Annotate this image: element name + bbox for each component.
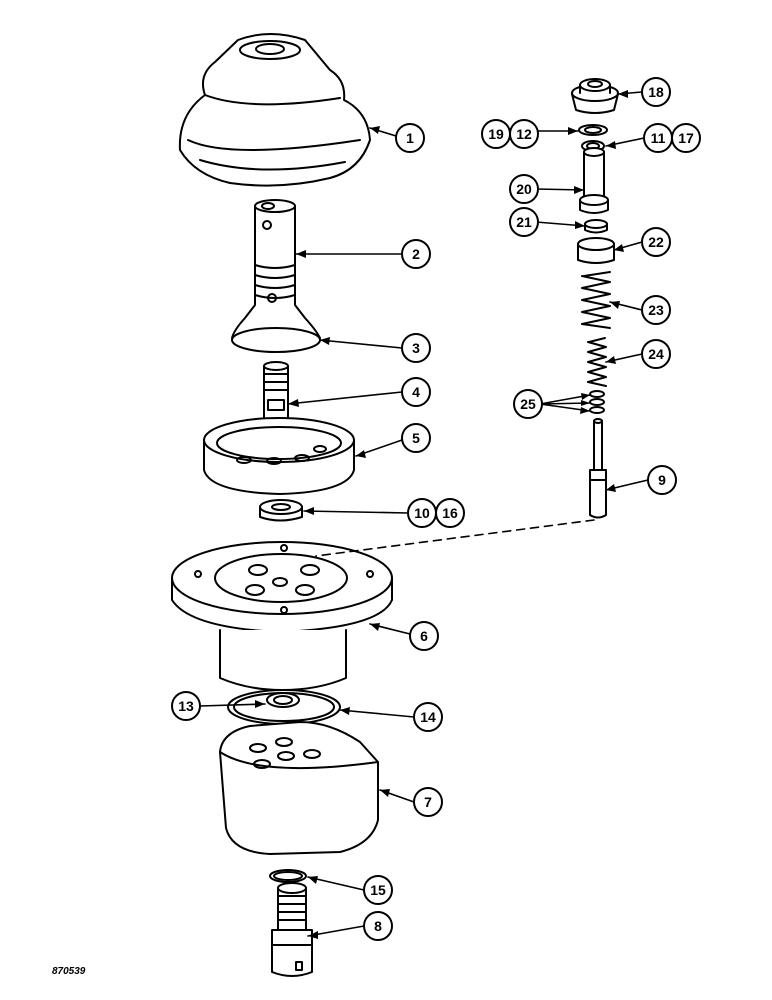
callout-label-2: 2 — [412, 246, 420, 262]
part-22-spring-seat — [577, 237, 615, 264]
part-10-16-washer — [259, 499, 303, 522]
callout-label-9: 9 — [658, 472, 666, 488]
callout-label-11: 11 — [651, 130, 666, 146]
part-23-outer-spring — [581, 271, 611, 329]
callout-label-10: 10 — [414, 505, 430, 521]
callout-label-18: 18 — [648, 84, 664, 100]
callout-circle-21 — [509, 207, 539, 237]
part-21-washer — [584, 219, 608, 234]
callout-circle-2 — [401, 239, 431, 269]
part-8-fitting — [271, 882, 313, 977]
callout-label-23: 23 — [648, 302, 664, 318]
callout-label-14: 14 — [420, 709, 436, 725]
callout-label-13: 13 — [178, 698, 194, 714]
callout-label-3: 3 — [412, 340, 420, 356]
callout-circle-23 — [641, 295, 671, 325]
callout-circle-9 — [647, 465, 677, 495]
part-7-valve-body — [219, 721, 379, 855]
callout-label-7: 7 — [424, 794, 432, 810]
callout-label-12: 12 — [516, 126, 532, 142]
callout-label-22: 22 — [648, 234, 664, 250]
callout-circle-15 — [363, 875, 393, 905]
callout-circle-24 — [641, 339, 671, 369]
callout-label-8: 8 — [374, 918, 382, 934]
part-18-plug — [571, 78, 619, 114]
callout-circle-18 — [641, 77, 671, 107]
alignment-dashed-line — [315, 519, 595, 557]
callout-label-24: 24 — [648, 346, 664, 362]
callout-circle-17 — [671, 123, 701, 153]
callout-circle-6 — [409, 621, 439, 651]
part-2-lever-shaft — [254, 199, 296, 306]
callout-circle-7 — [413, 787, 443, 817]
callout-label-25: 25 — [520, 396, 536, 412]
callout-label-19: 19 — [488, 126, 504, 142]
callout-circle-4 — [401, 377, 431, 407]
part-15-o-ring — [269, 869, 307, 883]
callout-label-5: 5 — [412, 430, 420, 446]
part-13-o-ring — [266, 692, 300, 708]
figure-reference-code: 870539 — [52, 966, 86, 977]
callout-circle-13 — [171, 691, 201, 721]
part-5-base-plate — [203, 417, 355, 495]
callout-circle-12 — [509, 119, 539, 149]
callout-circle-5 — [401, 423, 431, 453]
callout-label-15: 15 — [370, 882, 386, 898]
part-1-rubber-boot — [178, 33, 371, 187]
callout-label-4: 4 — [412, 384, 420, 400]
callout-label-17: 17 — [678, 130, 694, 146]
part-3-cone-plate — [231, 304, 321, 353]
callout-circle-3 — [401, 333, 431, 363]
part-6-mounting-flange — [171, 541, 393, 691]
leader-arrowheads — [255, 90, 628, 939]
callout-label-21: 21 — [516, 214, 532, 230]
callout-circle-20 — [509, 174, 539, 204]
callout-label-6: 6 — [420, 628, 428, 644]
callout-label-1: 1 — [406, 130, 414, 146]
part-20-plunger — [579, 147, 609, 214]
callout-circle-14 — [413, 702, 443, 732]
callout-label-20: 20 — [516, 181, 532, 197]
part-24-inner-spring — [587, 337, 607, 387]
part-12-19-seal — [578, 124, 608, 136]
callout-label-16: 16 — [442, 505, 458, 521]
callout-circle-1 — [395, 123, 425, 153]
callout-circle-22 — [641, 227, 671, 257]
callout-circle-25 — [513, 389, 543, 419]
callout-circle-8 — [363, 911, 393, 941]
part-9-pin — [589, 418, 607, 519]
callout-circle-16 — [435, 498, 465, 528]
part-25-shims — [589, 390, 605, 414]
